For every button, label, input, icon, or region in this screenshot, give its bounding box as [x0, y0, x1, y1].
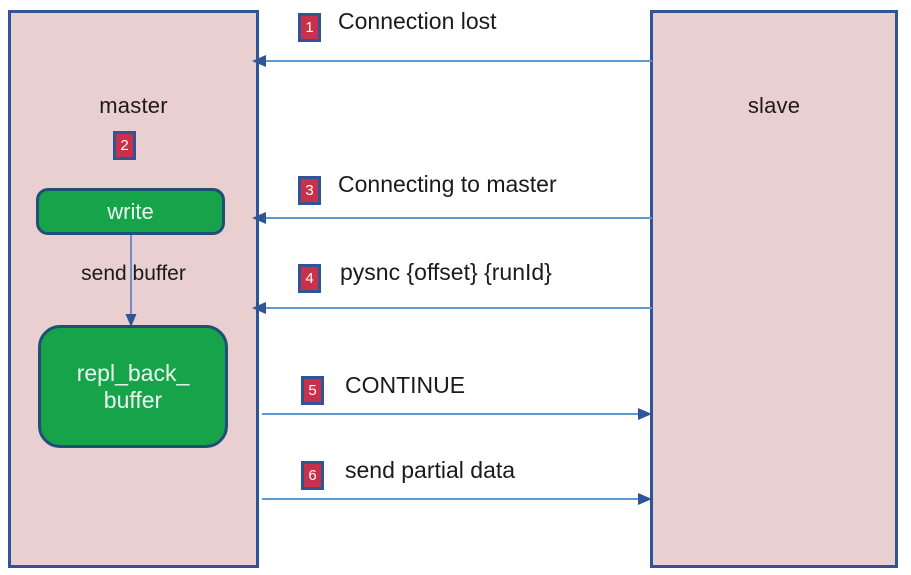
send-buffer-label: send buffer — [81, 262, 186, 285]
participant-slave[interactable]: slave — [650, 10, 898, 568]
message-arrow-1 — [252, 55, 652, 67]
message-arrow-3 — [252, 212, 652, 224]
participant-master-label: master — [99, 93, 168, 118]
process-box-repl-back-buffer[interactable]: repl_back_ buffer — [38, 325, 228, 448]
message-label-6: send partial data — [345, 457, 516, 483]
step-badge-6: 6 — [301, 461, 324, 490]
message-label-5: CONTINUE — [345, 372, 466, 398]
step-badge-3: 3 — [298, 176, 321, 205]
participant-master[interactable]: master — [8, 10, 259, 568]
message-label-1: Connection lost — [338, 8, 497, 34]
message-label-4: pysnc {offset} {runId} — [340, 259, 552, 285]
send-buffer-arrow-icon — [125, 235, 137, 327]
process-box-write[interactable]: write — [36, 188, 225, 235]
message-arrow-6 — [262, 493, 652, 505]
message-arrow-5 — [262, 408, 652, 420]
participant-slave-label: slave — [747, 93, 801, 118]
step-badge-2: 2 — [113, 131, 136, 160]
message-arrow-4 — [252, 302, 652, 314]
step-badge-5: 5 — [301, 376, 324, 405]
step-badge-1: 1 — [298, 13, 321, 42]
step-badge-4: 4 — [298, 264, 321, 293]
message-label-3: Connecting to master — [338, 171, 557, 197]
